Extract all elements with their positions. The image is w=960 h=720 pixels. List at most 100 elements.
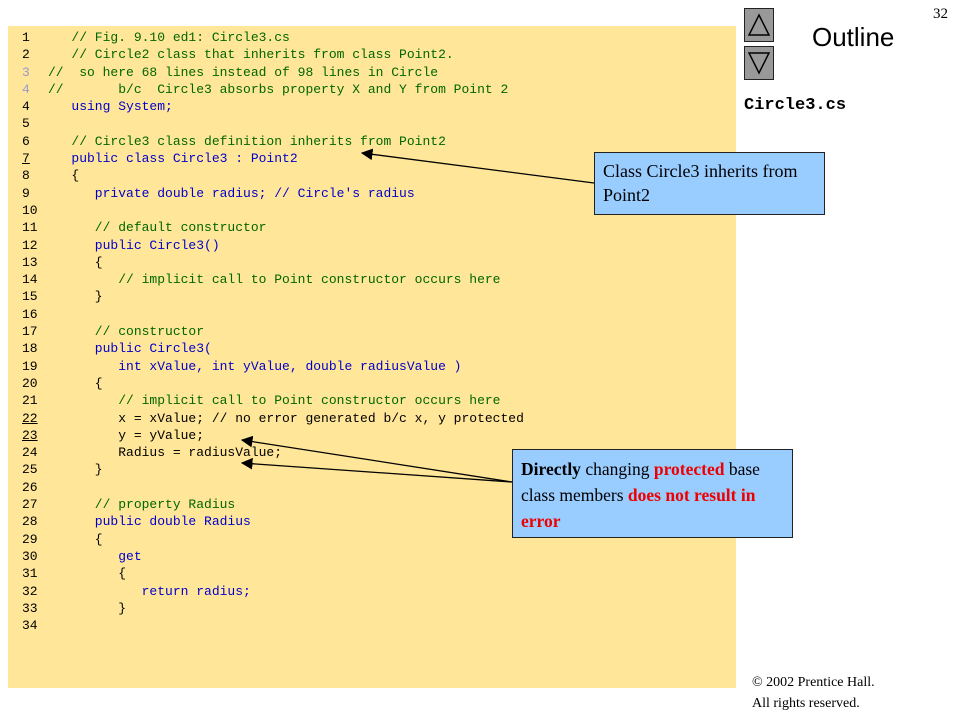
code-text: // default constructor [48,220,267,236]
line-number: 17 [22,324,38,340]
line-number: 9 [22,185,30,201]
code-line: 21 // implicit call to Point constructor… [22,392,524,409]
line-number: 6 [22,133,30,149]
code-text: // Circle3 class definition inherits fro… [48,133,446,149]
code-line: 20 { [22,375,524,392]
code-line: 11 // default constructor [22,219,524,236]
code-text: get [48,548,142,564]
file-name: Circle3.cs [744,96,847,115]
code-text: Radius = radiusValue; [48,445,283,461]
code-text: using System; [48,99,173,115]
line-number: 22 [22,410,38,426]
code-line: 15 } [22,288,524,305]
code-line: 34 [22,617,524,634]
line-number: 7 [22,151,30,167]
code-text: public double Radius [48,514,251,530]
line-number: 28 [22,514,38,530]
code-text: } [48,289,103,305]
code-line: 6 // Circle3 class definition inherits f… [22,133,524,150]
code-text: { [48,254,103,270]
code-line: 23 y = yValue; [22,427,524,444]
code-line: 26 [22,479,524,496]
callout-text: changing [580,459,654,479]
code-text: } [48,600,127,616]
line-number: 3 [22,64,30,80]
line-number: 18 [22,341,38,357]
line-number: 4 [22,81,30,97]
code-line: 14 // implicit call to Point constructor… [22,271,524,288]
code-line: 1 // Fig. 9.10 ed1: Circle3.cs [22,29,524,46]
arrow-to-y-assignment [240,435,513,483]
previous-slide-button[interactable] [744,8,774,42]
code-line: 8 { [22,167,524,184]
code-line: 32 return radius; [22,583,524,600]
line-number: 24 [22,445,38,461]
line-number: 15 [22,289,38,305]
code-text: return radius; [48,583,251,599]
code-text: int xValue, int yValue, double radiusVal… [48,358,462,374]
code-text: // Circle2 class that inherits from clas… [48,47,454,63]
code-text: private double radius; // Circle's radiu… [48,185,415,201]
code-line: 31 { [22,565,524,582]
code-line: 18 public Circle3( [22,340,524,357]
line-number: 30 [22,548,38,564]
code-text: { [48,375,103,391]
code-line: 19 int xValue, int yValue, double radius… [22,358,524,375]
code-line: 17 // constructor [22,323,524,340]
code-text: // constructor [48,324,205,340]
triangle-up-icon [748,13,770,36]
line-number: 11 [22,220,38,236]
code-text: } [48,462,103,478]
code-line: 9 private double radius; // Circle's rad… [22,185,524,202]
arrow-to-class-declaration [360,148,595,184]
code-line: 3// so here 68 lines instead of 98 lines… [22,64,524,81]
code-line: 27 // property Radius [22,496,524,513]
line-number: 10 [22,202,38,218]
callout-text: base class members [521,459,760,505]
triangle-down-icon [748,52,770,75]
code-line: 29 { [22,531,524,548]
copyright-footer: © 2002 Prentice Hall. All rights reserve… [752,672,875,714]
code-line: 13 { [22,254,524,271]
code-line: 33 } [22,600,524,617]
code-text: public Circle3( [48,341,212,357]
code-text: // implicit call to Point constructor oc… [48,272,501,288]
code-line: 4 // b/c Circle3 absorbs property X and Y… [22,81,524,98]
line-number: 14 [22,272,38,288]
code-line: 12 public Circle3() [22,237,524,254]
code-line: 4 using System; [22,98,524,115]
code-line: 16 [22,306,524,323]
code-line: 24 Radius = radiusValue; [22,444,524,461]
line-number: 8 [22,168,30,184]
line-number: 25 [22,462,38,478]
callout-protected: Directly changing protected base class m… [512,449,793,538]
code-text: { [48,566,127,582]
line-number: 32 [22,583,38,599]
arrow-to-radius-assignment [240,457,513,483]
code-line: 7 public class Circle3 : Point2 [22,150,524,167]
code-text: // b/c Circle3 absorbs property X and Y … [48,81,509,97]
line-number: 19 [22,358,38,374]
line-number: 12 [22,237,38,253]
code-text: public class Circle3 : Point2 [48,151,298,167]
line-number: 20 [22,375,38,391]
line-number: 4 [22,99,30,115]
next-slide-button[interactable] [744,46,774,80]
code-text: y = yValue; [48,427,205,443]
code-line: 25 } [22,461,524,478]
callout-inherits: Class Circle3 inherits from Point2 [594,152,825,215]
outline-title[interactable]: Outline [812,22,895,52]
code-line: 22 x = xValue; // no error generated b/c… [22,410,524,427]
line-number: 26 [22,479,38,495]
slide-number: 32 [933,6,948,22]
line-number: 1 [22,30,30,45]
line-number: 13 [22,254,38,270]
line-number: 31 [22,566,38,582]
code-line: 28 public double Radius [22,513,524,530]
callout-text-directly: Directly [521,459,581,479]
rights-line: All rights reserved. [752,696,860,711]
code-line: 2 // Circle2 class that inherits from cl… [22,46,524,63]
